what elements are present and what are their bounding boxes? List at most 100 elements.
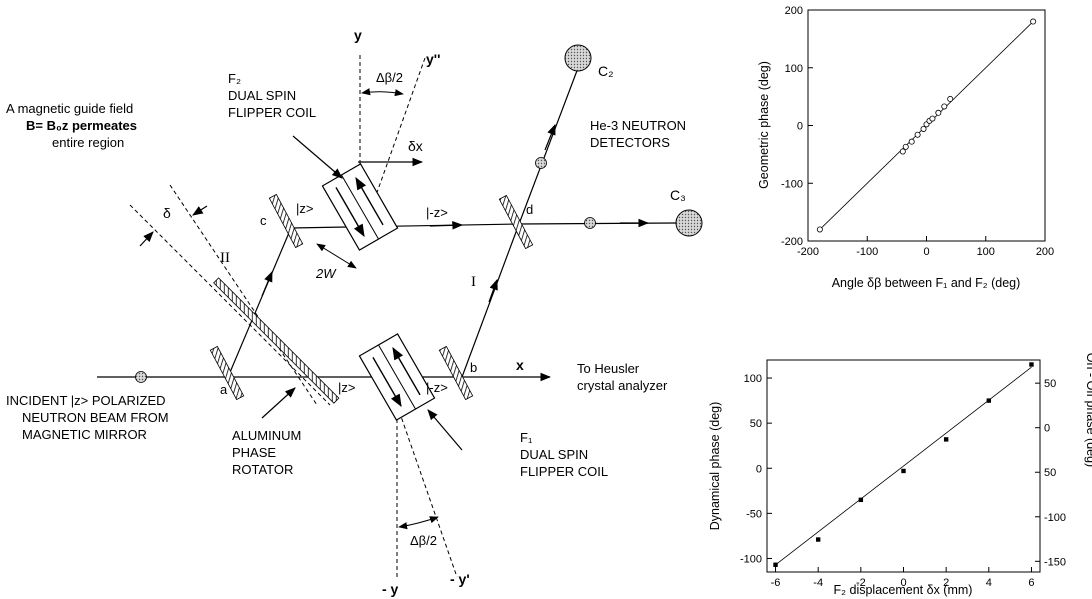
chart2-point-4: [943, 437, 949, 442]
f2-pointer: [292, 135, 343, 179]
chart2-ytick-label-3: 50: [750, 418, 762, 430]
f1-line-2: DUAL SPIN: [520, 447, 588, 462]
heusler-line-2: crystal analyzer: [577, 378, 668, 393]
chart1-point-2: [902, 143, 909, 150]
label-minus-y-prime: - y': [450, 571, 470, 587]
rotator-normal-dashed: [129, 204, 331, 406]
two-w-arrow: [316, 243, 357, 269]
beam-arrow-I: [488, 278, 498, 303]
chart2-xtick-label-2: -2: [856, 577, 866, 589]
chart2-y2tick-label-1: 0: [1044, 423, 1050, 435]
chart1-point-11: [947, 95, 954, 102]
f1-pointer: [427, 409, 463, 451]
incident-line-3: MAGNETIC MIRROR: [22, 427, 147, 442]
chart1-ytick-label-1: -100: [781, 178, 803, 190]
chart2-point-0: [773, 562, 778, 567]
beam-d-to-c2: [518, 67, 579, 225]
chart2-ylabel: Dynamical phase (deg): [708, 402, 722, 531]
chart1-point-9: [935, 109, 942, 116]
chart1-xtick-label-4: 200: [1036, 246, 1054, 258]
neutron-c2-path: [535, 157, 547, 169]
chart2-xtick-label-0: -6: [771, 577, 781, 589]
label-ket-z-a: |z>: [338, 380, 355, 395]
beam-a-to-c: [227, 227, 292, 378]
neutron-incident: [135, 371, 147, 383]
f2-line-1: F₂: [228, 71, 241, 86]
chart2-point-6: [1029, 362, 1034, 367]
chart1-point-10: [941, 103, 948, 110]
mirror-c: [268, 193, 304, 249]
label-mirror-a: a: [220, 382, 228, 397]
chart1-ytick-label-0: -200: [781, 236, 803, 248]
chart1-xtick-label-0: -200: [797, 246, 819, 258]
detectors-line-1: He-3 NEUTRON: [590, 118, 686, 133]
chart1-xlabel: Angle δβ between F₁ and F₂ (deg): [832, 276, 1021, 290]
f1-coil: [358, 333, 436, 421]
guide-field-line-2: B= B₀z permeates: [26, 118, 137, 133]
f1-line-3: FLIPPER COIL: [520, 464, 608, 479]
label-mirror-b: b: [470, 360, 477, 375]
aluminum-phase-rotator: [213, 277, 340, 404]
guide-field-line-3: entire region: [52, 135, 124, 150]
beam-arrow-c2: [544, 123, 556, 151]
chart1-ytick-label-2: 0: [797, 121, 803, 133]
f2-line-3: FLIPPER COIL: [228, 105, 316, 120]
beam-b-to-d: [461, 223, 520, 378]
delta-beta-arc-top: [361, 88, 404, 97]
delta-arrow-left: [139, 231, 154, 247]
label-y-top: y: [354, 27, 362, 43]
chart2-xtick-label-3: 0: [900, 577, 906, 589]
delta-beta-arc-bottom: [398, 516, 439, 530]
chart1-point-5: [920, 125, 927, 132]
chart2-ytick-label-1: -50: [746, 508, 762, 520]
detector-c2: [564, 44, 592, 72]
rotator-tilt-dashed: [169, 184, 318, 406]
chart2-fit-line: [775, 366, 1032, 566]
label-ket-mz-b: |-z>: [426, 380, 448, 395]
chart2-point-1: [815, 537, 821, 542]
label-path-II: II: [220, 250, 230, 266]
rotator-line-3: ROTATOR: [232, 462, 293, 477]
chart2-y2tick-label-3: -100: [1044, 512, 1066, 524]
chart1-ylabel: Geometric phase (deg): [757, 61, 771, 189]
chart2-xtick-label-6: 6: [1028, 577, 1034, 589]
chart2-xtick-label-4: 2: [943, 577, 949, 589]
label-c2: C₂: [598, 63, 614, 79]
label-two-w: 2W: [315, 266, 337, 281]
f1-line-1: F₁: [520, 430, 533, 445]
label-mirror-c: c: [260, 213, 267, 228]
chart1-point-12: [1030, 18, 1037, 25]
label-delta: δ: [163, 205, 171, 221]
chart2-xtick-label-5: 4: [986, 577, 992, 589]
detector-c3: [675, 209, 703, 237]
label-path-I: I: [471, 274, 476, 290]
chart2-y2tick-label-4: -150: [1044, 556, 1066, 568]
label-c3: C₃: [670, 187, 686, 203]
chart2-y2tick-label-2: 50: [1044, 467, 1056, 479]
chart1-point-8: [929, 115, 936, 122]
chart1-xtick-label-3: 100: [977, 246, 995, 258]
label-delta-beta-bottom: Δβ/2: [410, 533, 437, 548]
rotator-pointer: [261, 387, 296, 419]
label-ket-mz-c: |-z>: [426, 205, 448, 220]
neutron-c3-path: [584, 217, 596, 229]
detectors-line-2: DETECTORS: [590, 135, 670, 150]
mirror-d: [498, 194, 534, 250]
incident-line-2: NEUTRON BEAM FROM: [22, 410, 169, 425]
chart2-ytick-label-4: 100: [744, 373, 762, 385]
chart2-point-2: [858, 497, 864, 503]
chart2-xlabel: F₂ displacement δx (mm): [834, 583, 973, 597]
guide-field-line-1: A magnetic guide field: [6, 101, 133, 116]
label-delta-x: δx: [408, 138, 423, 154]
beam-d-to-c3: [518, 222, 677, 225]
label-ket-z-c: |z>: [296, 201, 313, 216]
f2-line-2: DUAL SPIN: [228, 88, 296, 103]
dynamical-phase-chart: F₂ displacement δx (mm) Dynamical phase …: [708, 353, 1092, 597]
heusler-line-1: To Heusler: [577, 361, 640, 376]
label-mirror-d: d: [526, 202, 533, 217]
chart1-point-0: [816, 226, 823, 233]
chart1-xtick-label-1: -100: [856, 246, 878, 258]
label-minus-y: - y: [382, 581, 399, 597]
geometric-phase-chart: Angle δβ between F₁ and F₂ (deg) Geometr…: [757, 5, 1054, 290]
